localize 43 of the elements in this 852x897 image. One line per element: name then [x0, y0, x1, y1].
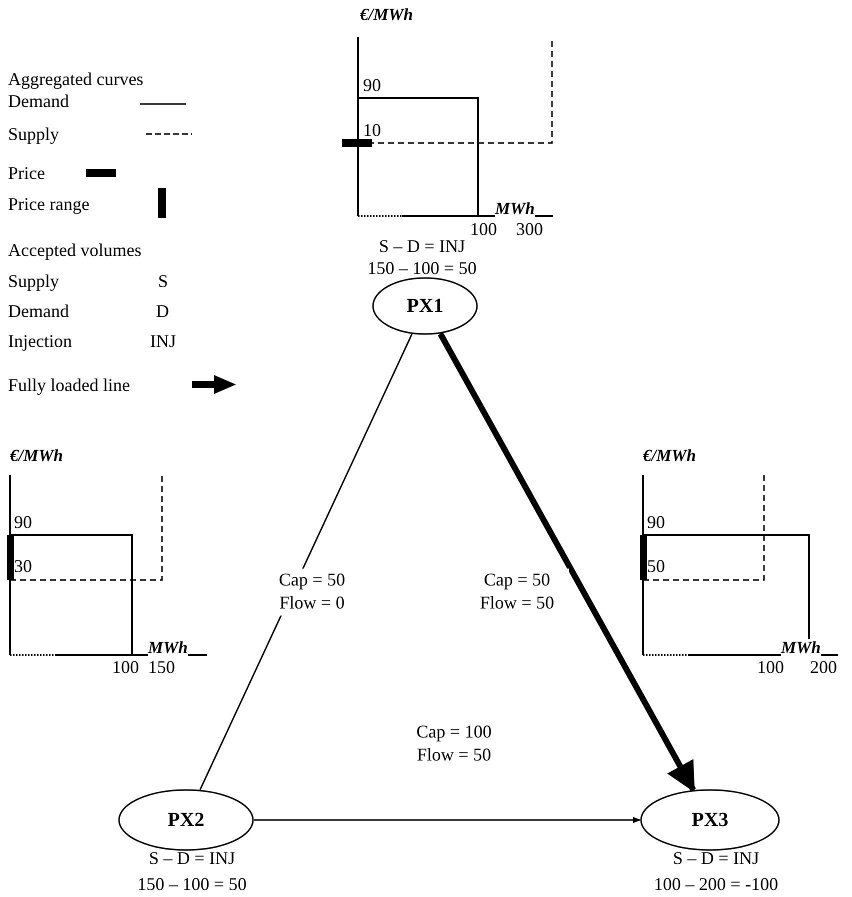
- balance-equation: 150 – 100 = 50: [367, 258, 477, 279]
- text-label: Demand: [8, 302, 69, 320]
- text-label: Supply: [8, 272, 60, 290]
- legend-label: Demand: [8, 92, 69, 110]
- text-label: 200: [810, 658, 837, 676]
- text-label: INJ: [150, 332, 176, 350]
- connector-line: [199, 334, 413, 790]
- balance-equation: S – D = INJ: [378, 236, 466, 257]
- text-label: 100: [112, 658, 139, 676]
- axis-unit-label: MWh: [148, 639, 188, 656]
- text-label: 90: [363, 76, 381, 94]
- legend-label: Fully loaded line: [8, 376, 130, 394]
- legend-label: Price: [8, 164, 45, 182]
- text-label: D: [156, 302, 169, 320]
- axis-unit-label: MWh: [781, 639, 821, 656]
- text-label: 100: [470, 220, 497, 238]
- market-ellipse: PX3: [640, 789, 780, 851]
- text-label: 150: [148, 658, 175, 676]
- axis-unit-label: €/MWh: [10, 447, 63, 464]
- balance-equation: 150 – 100 = 50: [137, 874, 247, 895]
- text-label: 90: [647, 513, 665, 531]
- balance-equation: 100 – 200 = -100: [654, 874, 778, 895]
- arrow: [438, 332, 696, 793]
- axis-unit-label: €/MWh: [643, 447, 696, 464]
- text-label: 90: [14, 513, 32, 531]
- axis-unit-label: €/MWh: [360, 6, 413, 23]
- balance-equation: S – D = INJ: [148, 848, 236, 869]
- balance-equation: S – D = INJ: [672, 848, 760, 869]
- legend-label: Supply: [8, 125, 60, 143]
- text-label: Injection: [8, 332, 72, 350]
- text-label: 300: [516, 220, 543, 238]
- market-ellipse: PX2: [118, 789, 254, 851]
- text-label: 30: [14, 557, 32, 575]
- text-label: 100: [757, 658, 784, 676]
- text-label: Accepted volumes: [8, 241, 142, 259]
- text-label: Aggregated curves: [8, 70, 144, 88]
- legend-label: Price range: [8, 195, 90, 213]
- text-label: 50: [647, 557, 665, 575]
- market-ellipse: PX1: [372, 277, 478, 335]
- text-label: S: [158, 272, 168, 290]
- arrow: [254, 816, 641, 824]
- text-label: 10: [363, 121, 381, 139]
- axis-unit-label: MWh: [495, 200, 535, 217]
